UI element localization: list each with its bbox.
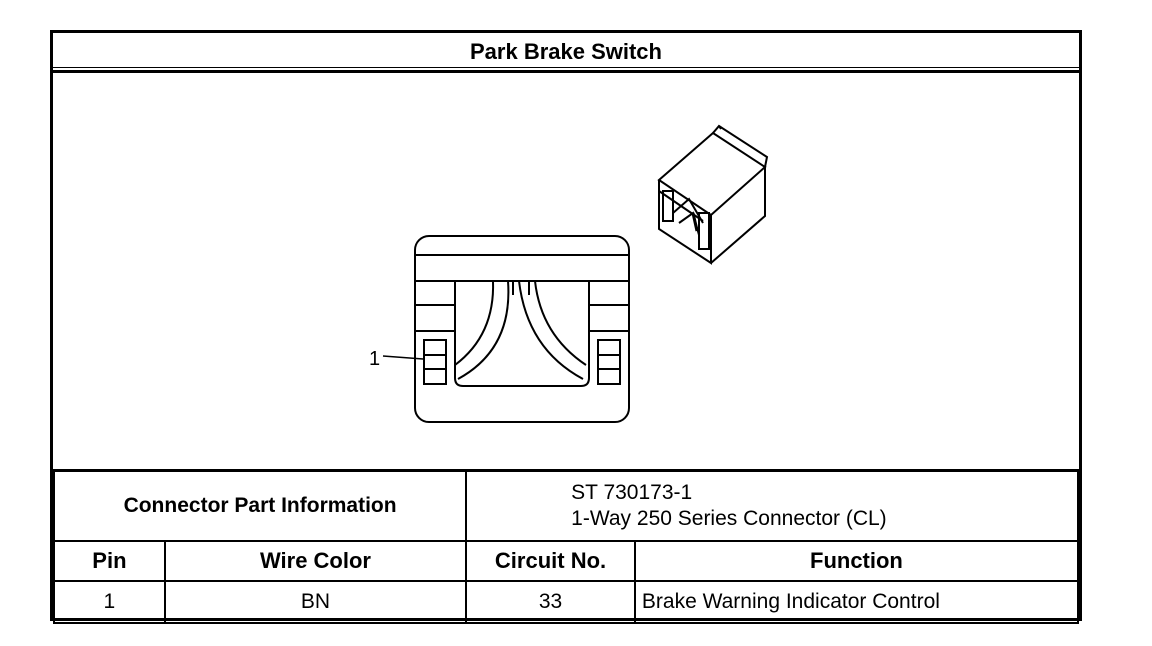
- header-circuit-no: Circuit No.: [465, 540, 636, 582]
- connector-isometric-view: [657, 124, 769, 265]
- connector-face-view: [382, 235, 630, 423]
- cell-function: Brake Warning Indicator Control: [633, 580, 1080, 624]
- cell-pin: 1: [53, 580, 166, 624]
- connector-illustration: 1: [369, 124, 769, 423]
- cell-wire-color: BN: [163, 580, 468, 624]
- header-pin: Pin: [53, 540, 166, 582]
- pin-callout-label: 1: [369, 348, 380, 370]
- cell-circuit-no: 33: [465, 580, 636, 624]
- header-function: Function: [633, 540, 1080, 582]
- table-header-row: Pin Wire Color Circuit No. Function: [53, 540, 1080, 582]
- connector-part-row: Connector Part Information ST 730173-1 1…: [52, 469, 1079, 542]
- connector-diagram-frame: Park Brake Switch: [50, 30, 1082, 624]
- connector-info-table: Connector Part Information ST 730173-1 1…: [52, 469, 1080, 624]
- diagram-title: Park Brake Switch: [470, 38, 662, 64]
- connector-part-number: ST 730173-1: [571, 481, 693, 504]
- header-wire-color: Wire Color: [163, 540, 468, 582]
- diagram-title-bar: Park Brake Switch: [53, 33, 1079, 73]
- connector-part-label: Connector Part Information: [52, 469, 468, 542]
- connector-part-value: ST 730173-1 1-Way 250 Series Connector (…: [465, 469, 1079, 542]
- table-row: 1 BN 33 Brake Warning Indicator Control: [53, 580, 1080, 624]
- connector-description: 1-Way 250 Series Connector (CL): [571, 507, 887, 530]
